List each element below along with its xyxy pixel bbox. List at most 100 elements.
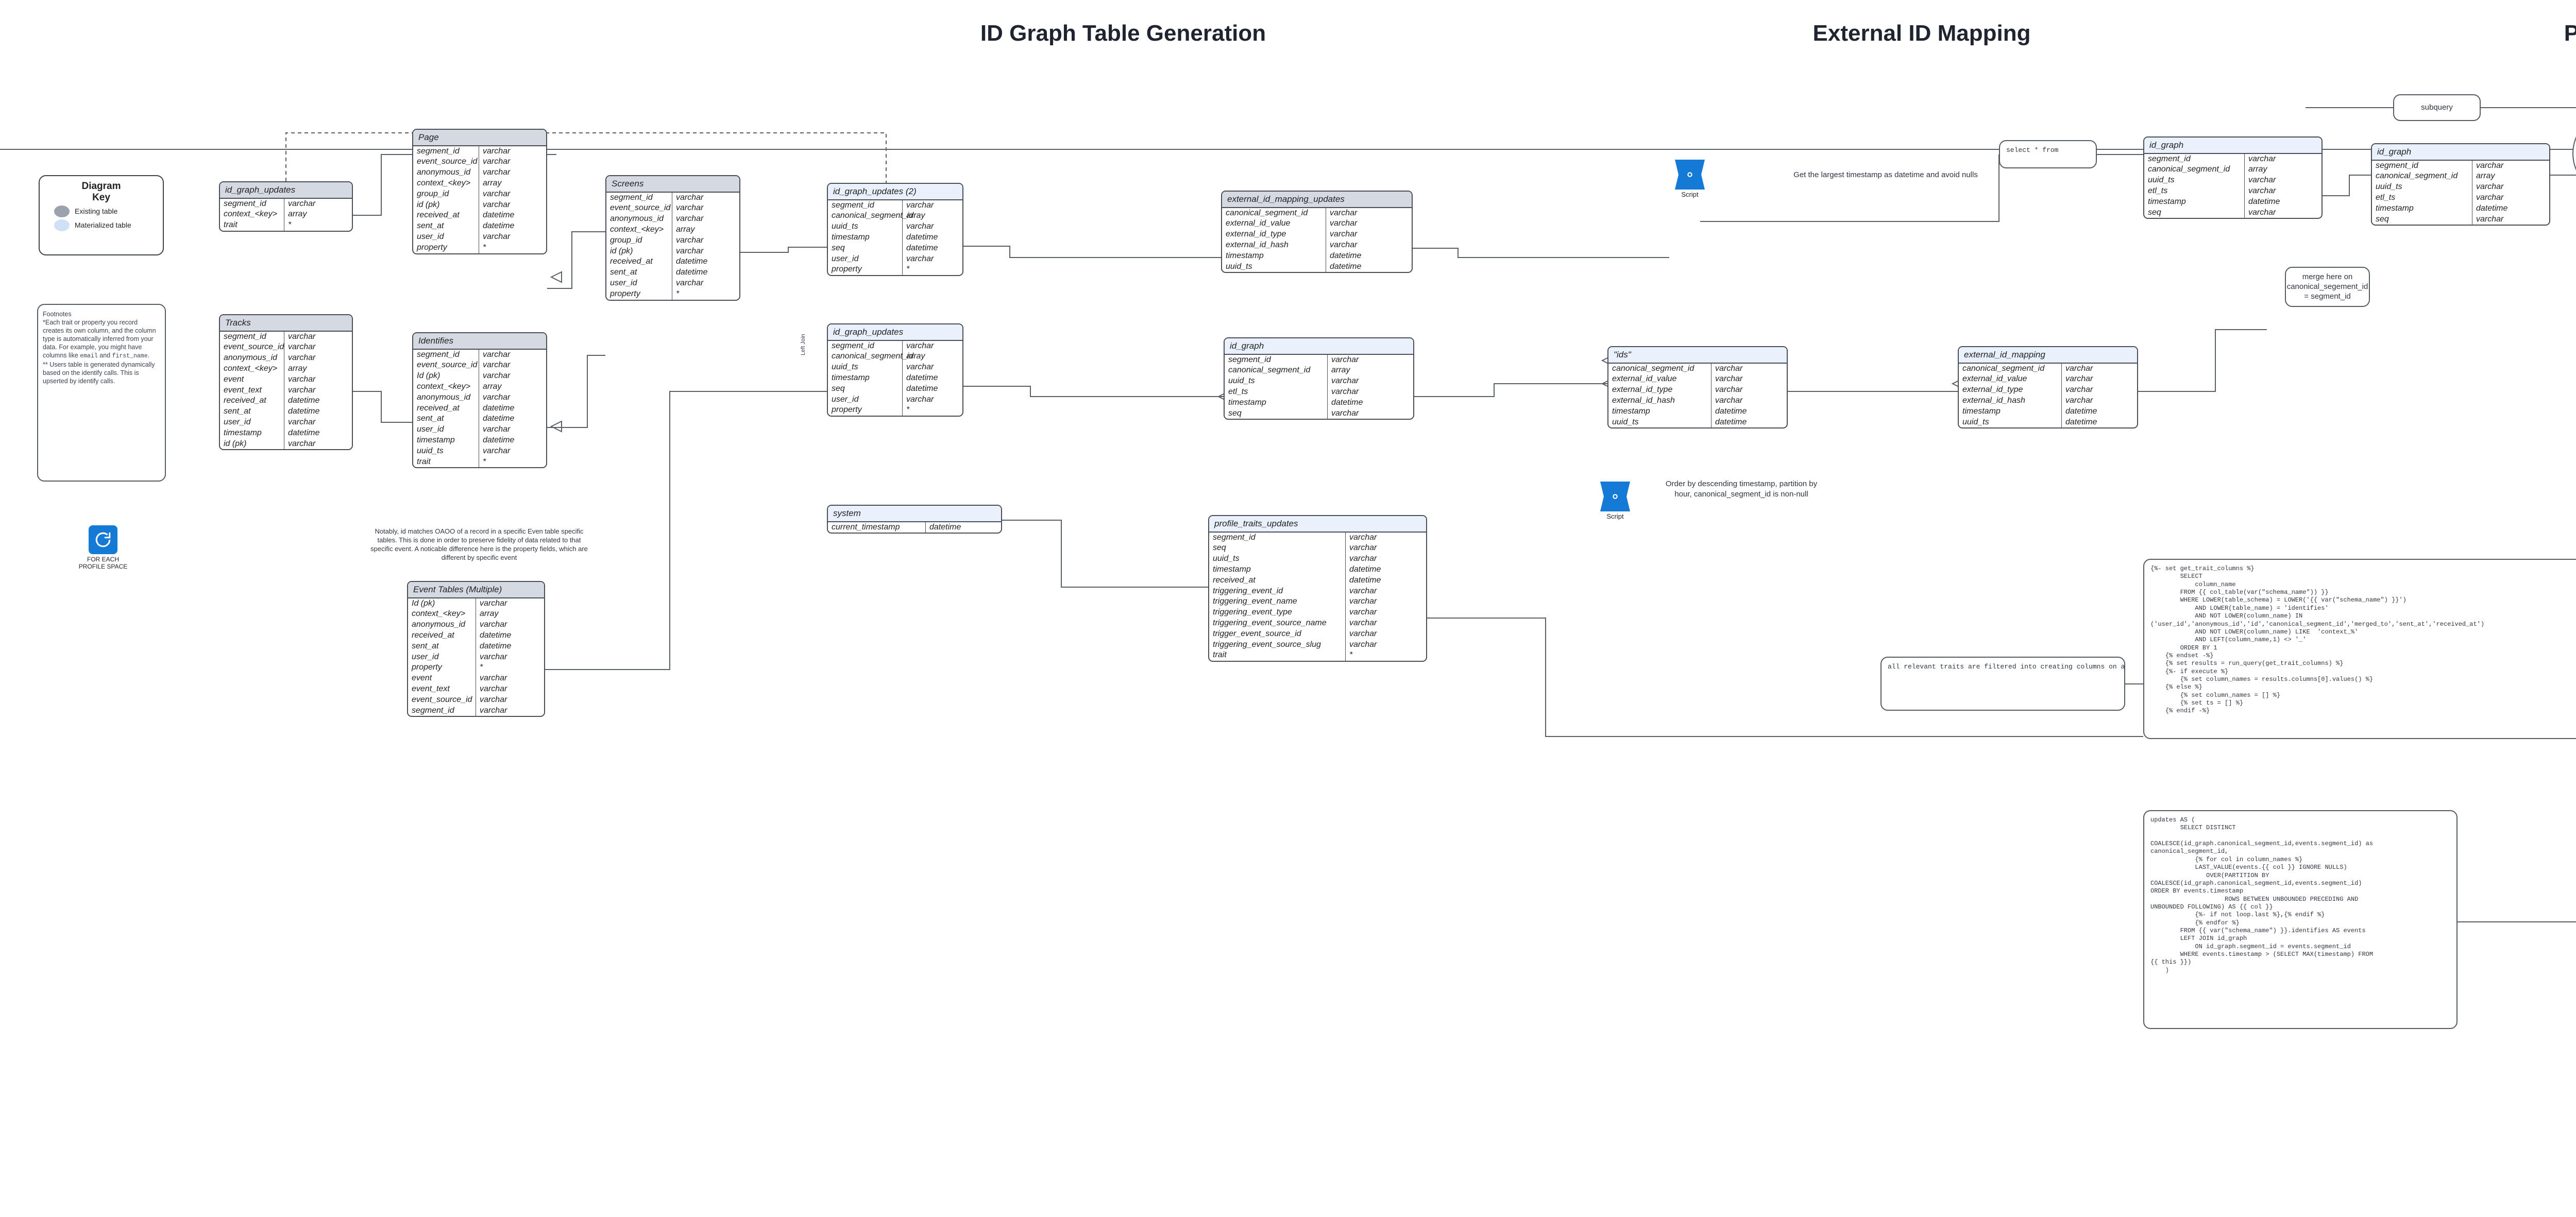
note-select-star-from[interactable]: select * from bbox=[1999, 140, 2097, 168]
column-type: varchar bbox=[2248, 208, 2276, 217]
column-type: array bbox=[483, 382, 502, 391]
column-name: triggering_event_source_name bbox=[1209, 618, 1346, 629]
column-type: varchar bbox=[2065, 364, 2093, 373]
note-subquery[interactable]: subquery bbox=[2393, 94, 2481, 121]
column-name: context_<key> bbox=[220, 209, 284, 220]
er-table-row: context_<key>array bbox=[220, 209, 352, 220]
column-name: context_<key> bbox=[220, 363, 284, 374]
column-type: varchar bbox=[2065, 396, 2093, 405]
er-table-title: id_graph_updates bbox=[220, 182, 352, 199]
er-table-title: system bbox=[828, 506, 1001, 522]
column-name: seq bbox=[2144, 207, 2245, 218]
column-type: varchar bbox=[1330, 230, 1358, 239]
column-name: segment_id bbox=[2144, 153, 2245, 165]
column-name: property bbox=[606, 288, 672, 300]
column-type: * bbox=[288, 220, 292, 230]
column-type: datetime bbox=[1331, 398, 1363, 407]
column-type: varchar bbox=[2065, 385, 2093, 395]
refresh-icon bbox=[89, 525, 117, 554]
column-name: received_at bbox=[220, 396, 284, 407]
script-largest-timestamp[interactable]: Script bbox=[1669, 160, 1710, 198]
column-name: uuid_ts bbox=[828, 362, 903, 373]
column-name: user_id bbox=[828, 394, 903, 405]
er-table-row: context_<key>array bbox=[413, 178, 546, 189]
er-table-row: id (pk)varchar bbox=[220, 438, 352, 450]
note-traits-filter-note[interactable]: all relevant traits are filtered into cr… bbox=[1880, 657, 2125, 711]
er-table-row: property* bbox=[828, 405, 962, 416]
column-type: varchar bbox=[676, 235, 704, 245]
updates-cte-code[interactable]: updates AS ( SELECT DISTINCT COALESCE(id… bbox=[2143, 810, 2458, 1029]
footnotes-box: Footnotes *Each trait or property you re… bbox=[37, 304, 166, 482]
er-table-row: trait* bbox=[413, 456, 546, 468]
column-name: canonical_segment_id bbox=[2372, 171, 2472, 182]
er-table-title: id_graph_updates bbox=[828, 324, 962, 341]
column-name: triggering_event_source_slug bbox=[1209, 639, 1346, 650]
column-type: datetime bbox=[1330, 251, 1362, 260]
column-name: triggering_event_type bbox=[1209, 607, 1346, 618]
column-type: * bbox=[483, 457, 486, 466]
column-name: property bbox=[408, 662, 476, 674]
get-trait-columns-code[interactable]: {%- set get_trait_columns %} SELECT colu… bbox=[2143, 559, 2576, 739]
column-type: array bbox=[676, 225, 695, 234]
note-merge-here[interactable]: merge here on canonical_segement_id = se… bbox=[2285, 267, 2370, 307]
column-type: datetime bbox=[1330, 262, 1362, 271]
column-type: datetime bbox=[1349, 564, 1381, 574]
er-table-row: trait* bbox=[220, 220, 352, 231]
column-name: Id (pk) bbox=[408, 598, 476, 609]
column-type: varchar bbox=[906, 341, 934, 350]
column-name: sent_at bbox=[413, 414, 479, 425]
script-order-by[interactable]: Script bbox=[1595, 482, 1636, 520]
footnote-2: ** Users table is generated dynamically … bbox=[43, 361, 155, 385]
column-type: varchar bbox=[288, 353, 316, 363]
er-table-row: property* bbox=[606, 288, 739, 300]
column-name: timestamp bbox=[1959, 406, 2062, 417]
column-type: varchar bbox=[483, 371, 511, 381]
column-type: varchar bbox=[288, 199, 316, 208]
column-type: varchar bbox=[483, 189, 511, 198]
er-table-title: external_id_mapping bbox=[1959, 347, 2137, 364]
column-type: varchar bbox=[1330, 240, 1358, 249]
section-title-profile-traits: Profile Traits bbox=[2564, 21, 2576, 46]
column-type: array bbox=[2248, 165, 2267, 174]
column-name: seq bbox=[828, 243, 903, 254]
column-type: varchar bbox=[288, 417, 316, 426]
column-type: varchar bbox=[1331, 408, 1359, 418]
column-name: canonical_segment_id bbox=[1222, 208, 1326, 219]
column-type: varchar bbox=[483, 425, 511, 434]
section-title-external-id-mapping: External ID Mapping bbox=[1812, 21, 2031, 46]
